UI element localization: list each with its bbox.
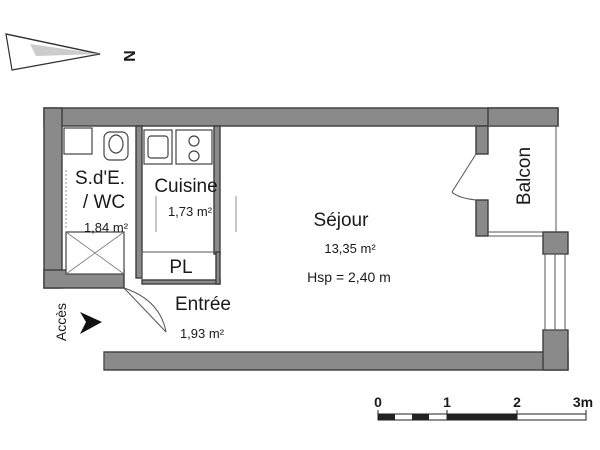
interior-walls bbox=[135, 125, 221, 285]
north-arrow-icon bbox=[5, 33, 101, 71]
scale-tick-3: 3m bbox=[573, 394, 593, 410]
scale-tick-0: 0 bbox=[374, 394, 382, 410]
scale-tick-1: 1 bbox=[443, 394, 451, 410]
balcony-door-swing bbox=[451, 153, 477, 201]
kitchen-fixtures bbox=[143, 129, 237, 232]
entree-label: Entrée bbox=[175, 294, 231, 315]
cuisine-area: 1,73 m² bbox=[168, 204, 213, 219]
entrance-door-swing bbox=[103, 287, 167, 370]
balcony-area bbox=[488, 125, 566, 331]
north-label: N bbox=[120, 50, 137, 62]
sde-label-line2: / WC bbox=[83, 192, 125, 213]
outer-walls bbox=[43, 107, 569, 371]
scale-tick-2: 2 bbox=[513, 394, 521, 410]
access-arrow-icon bbox=[80, 312, 102, 334]
sejour-area: 13,35 m² bbox=[324, 241, 376, 256]
entree-area: 1,93 m² bbox=[180, 326, 225, 341]
sde-area: 1,84 m² bbox=[84, 220, 129, 235]
cuisine-label: Cuisine bbox=[154, 176, 217, 197]
pl-label: PL bbox=[169, 257, 192, 278]
sde-label-line1: S.d'E. bbox=[75, 168, 125, 189]
access-label: Accès bbox=[53, 303, 69, 341]
sejour-label: Séjour bbox=[314, 210, 370, 231]
sejour-height: Hsp = 2,40 m bbox=[307, 269, 391, 285]
balcon-label: Balcon bbox=[514, 147, 535, 205]
scale-bar bbox=[377, 410, 587, 421]
bathroom-fixtures bbox=[63, 127, 129, 275]
